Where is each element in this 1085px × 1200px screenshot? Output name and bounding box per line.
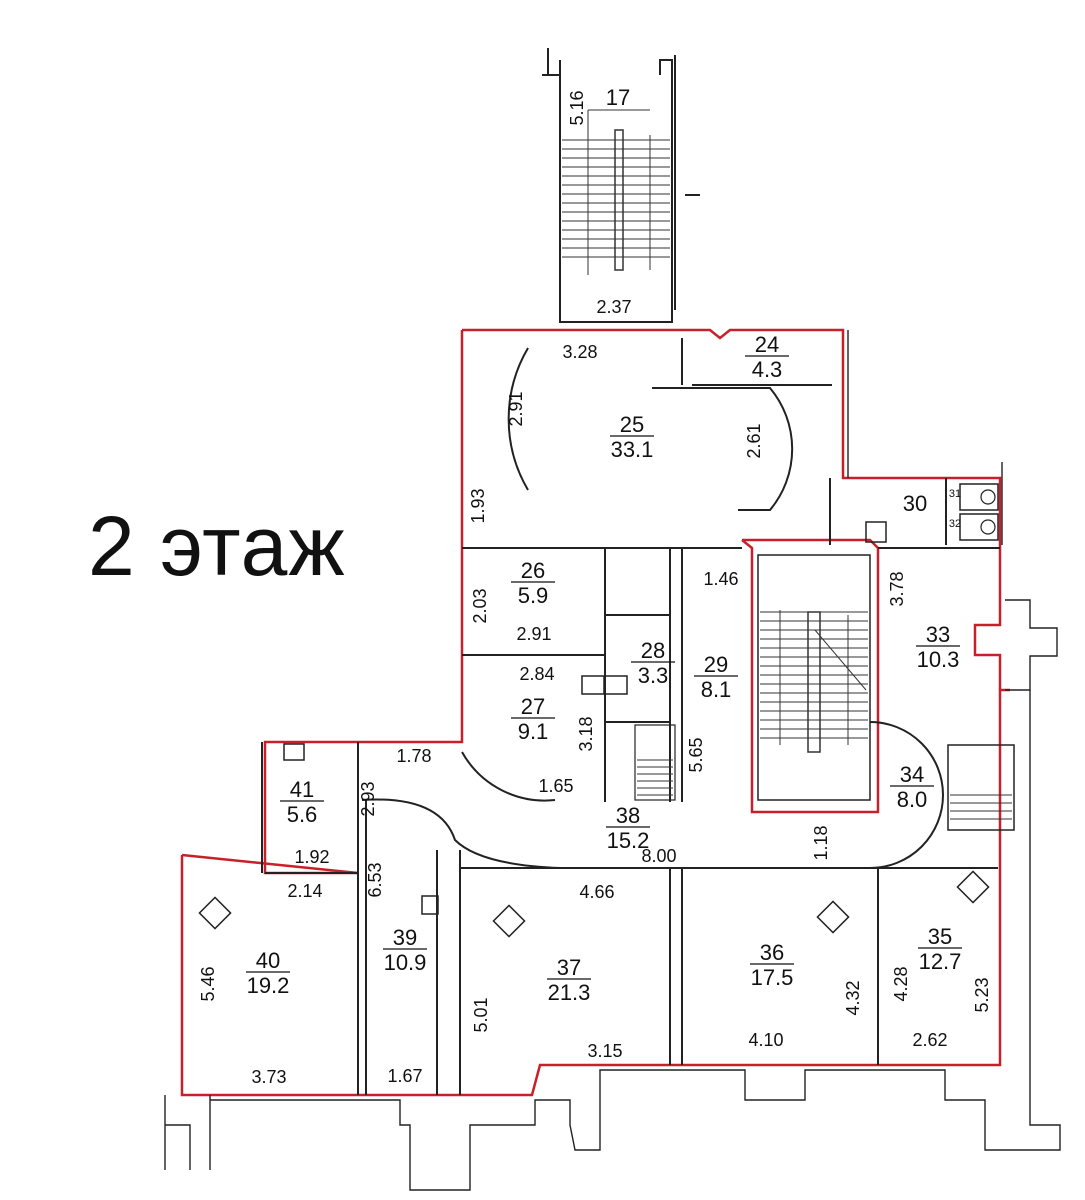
room-number: 32 xyxy=(949,518,961,530)
room-area: 5.6 xyxy=(287,802,318,827)
stair-small-icon xyxy=(634,724,676,801)
dimension-label: 1.92 xyxy=(294,847,329,867)
room-number: 36 xyxy=(760,940,784,965)
dimension-label: 4.10 xyxy=(748,1030,783,1050)
dimension-label: 2.37 xyxy=(596,297,631,317)
dimension-label: 5.46 xyxy=(198,966,218,1001)
room-number: 34 xyxy=(900,762,924,787)
room-number: 25 xyxy=(620,412,644,437)
dimension-label: 1.46 xyxy=(703,569,738,589)
dimension-label: 5.16 xyxy=(567,90,587,125)
room-number: 24 xyxy=(755,332,779,357)
room-number: 26 xyxy=(521,558,545,583)
area-boundary xyxy=(180,328,1010,1097)
dimension-label: 3.15 xyxy=(587,1041,622,1061)
dimension-label: 3.78 xyxy=(887,571,907,606)
room-area: 10.9 xyxy=(384,950,427,975)
room-area: 5.9 xyxy=(518,583,549,608)
room-number: 30 xyxy=(903,491,927,516)
dimension-label: 4.32 xyxy=(843,980,863,1015)
dimension-label: 6.53 xyxy=(365,862,385,897)
stair-17-icon xyxy=(562,109,670,275)
room-number: 28 xyxy=(641,638,665,663)
dimension-label: 3.73 xyxy=(251,1067,286,1087)
dimension-label: 2.03 xyxy=(470,588,490,623)
dimension-label: 2.14 xyxy=(287,881,322,901)
dimension-label: 1.78 xyxy=(396,746,431,766)
room-area: 9.1 xyxy=(518,719,549,744)
dimension-label: 2.91 xyxy=(506,391,526,426)
room-area: 10.3 xyxy=(917,647,960,672)
dimension-label: 1.18 xyxy=(811,825,831,860)
stair-29-icon xyxy=(757,554,871,801)
radiator-icons xyxy=(198,521,990,938)
room-number: 27 xyxy=(521,694,545,719)
room-number: 39 xyxy=(393,925,417,950)
room-number: 33 xyxy=(926,622,950,647)
room-number: 37 xyxy=(557,955,581,980)
room-area: 17.5 xyxy=(751,965,794,990)
stair-34-icon xyxy=(947,744,1015,831)
dimension-label: 1.65 xyxy=(538,776,573,796)
dimension-label: 2.62 xyxy=(912,1030,947,1050)
room-number: 40 xyxy=(256,948,280,973)
room-number: 17 xyxy=(606,85,630,110)
dimension-label: 2.84 xyxy=(519,664,554,684)
stair-tower-walls xyxy=(542,48,700,323)
exterior-outline xyxy=(164,330,1061,1191)
dimension-label: 1.67 xyxy=(387,1066,422,1086)
dimension-label: 5.23 xyxy=(972,977,992,1012)
room-area: 3.3 xyxy=(638,663,669,688)
room-number: 31 xyxy=(949,488,961,500)
dimension-labels: 5.16 2.37 3.28 2.91 2.61 1.93 2.03 2.91 2.84 3.18… xyxy=(198,90,992,1087)
room-area: 19.2 xyxy=(247,973,290,998)
room-area: 8.0 xyxy=(897,787,928,812)
room-number: 41 xyxy=(290,777,314,802)
room-area: 33.1 xyxy=(611,437,654,462)
dimension-label: 4.66 xyxy=(579,882,614,902)
dimension-label: 5.65 xyxy=(686,737,706,772)
room-area: 8.1 xyxy=(701,677,732,702)
room-area: 12.7 xyxy=(919,949,962,974)
dimension-label: 1.93 xyxy=(468,488,488,523)
dimension-label: 2.93 xyxy=(358,781,378,816)
room-number: 35 xyxy=(928,924,952,949)
room-area: 21.3 xyxy=(548,980,591,1005)
floor-title: 2 этаж xyxy=(88,499,346,593)
dimension-label: 5.01 xyxy=(471,997,491,1032)
room-area: 4.3 xyxy=(752,357,783,382)
dimension-label: 2.91 xyxy=(516,624,551,644)
dimension-label: 3.18 xyxy=(576,716,596,751)
dimension-label: 3.28 xyxy=(562,342,597,362)
dimension-label: 4.28 xyxy=(891,966,911,1001)
dimension-label: 2.61 xyxy=(744,423,764,458)
room-number: 29 xyxy=(704,652,728,677)
wc-units xyxy=(959,483,999,541)
dimension-label: 8.00 xyxy=(641,846,676,866)
curved-walls xyxy=(361,347,944,869)
room-number: 38 xyxy=(616,803,640,828)
room-area: 15.2 xyxy=(607,828,650,853)
